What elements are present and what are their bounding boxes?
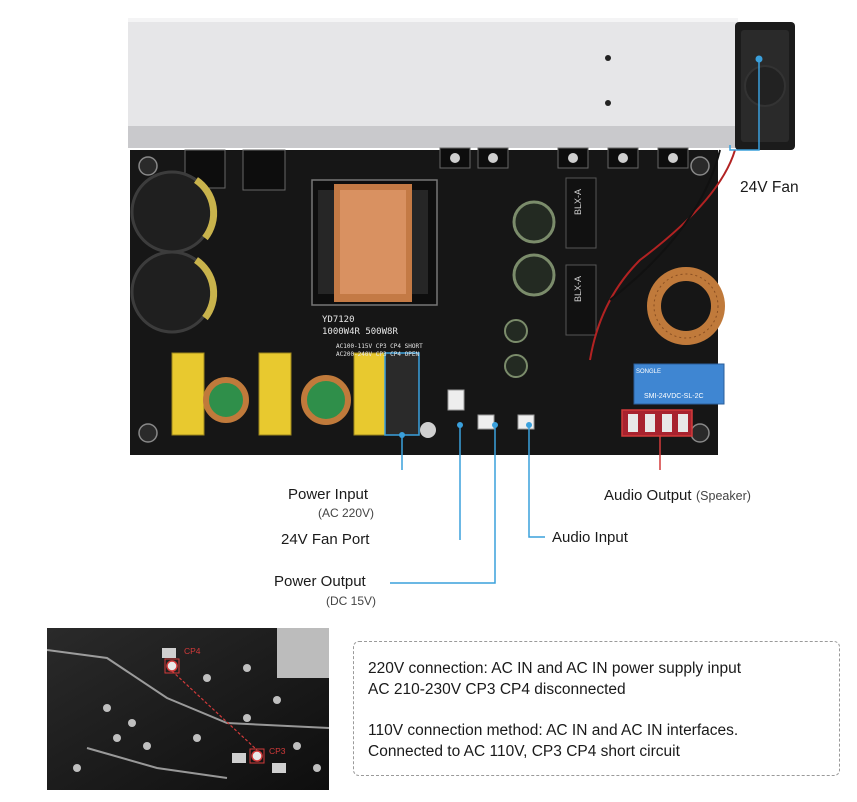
- speaker-terminal: [621, 409, 693, 437]
- note-220v-line-1: 220V connection: AC IN and AC IN power s…: [368, 660, 742, 677]
- cp4-pad: [166, 660, 178, 672]
- cp3-label: CP3: [269, 746, 286, 756]
- relay: [633, 363, 725, 405]
- note-110v-line-2: Connected to AC 110V, CP3 CP4 short circ…: [368, 743, 680, 760]
- connection-note-box: 220V connection: AC IN and AC IN power s…: [353, 641, 840, 776]
- note-220v: 220V connection: AC IN and AC IN power s…: [368, 658, 825, 700]
- audio-output-callout: Audio Output (Speaker): [604, 487, 751, 505]
- power-input-marker: [399, 432, 405, 438]
- fan-port-label: 24V Fan Port: [281, 531, 370, 548]
- cp4-label: CP4: [184, 646, 201, 656]
- amplifier-board-photo: YD7120 1000W4R 500W8R AC100-115V CP3 CP4…: [128, 18, 795, 470]
- emi-filter: [171, 352, 387, 436]
- board-model-text: YD7120: [322, 315, 355, 325]
- board-ac-note-1: AC100-115V CP3 CP4 SHORT: [336, 343, 423, 350]
- cp3-pad: [251, 750, 263, 762]
- power-output-marker: [492, 422, 498, 428]
- power-input-sublabel: (AC 220V): [318, 506, 375, 520]
- audio-output-sublabel: (Speaker): [696, 489, 751, 503]
- ac-in-terminal: [384, 352, 420, 436]
- audio-input-label: Audio Input: [552, 529, 628, 546]
- note-110v: 110V connection method: AC IN and AC IN …: [368, 720, 825, 762]
- transformer: [311, 179, 438, 306]
- bulk-capacitors: [130, 170, 218, 334]
- power-output-label: Power Output: [274, 573, 366, 590]
- note-110v-line-1: 110V connection method: AC IN and AC IN …: [368, 722, 739, 739]
- callout-lines-blue: [401, 59, 760, 470]
- relay-model-text: SMI-24VDC-SL-2C: [644, 393, 704, 400]
- audio-output-label: Audio Output: [604, 487, 692, 504]
- fan-port-marker: [457, 422, 463, 428]
- cp3-cp4-closeup-photo: CP4 CP3: [47, 628, 329, 790]
- fan-label: 24V Fan: [740, 179, 799, 196]
- audio-input-marker: [526, 422, 532, 428]
- note-220v-line-2: AC 210-230V CP3 CP4 disconnected: [368, 681, 626, 698]
- inductor-text-1: BLX-A: [573, 189, 583, 215]
- power-input-label: Power Input: [288, 486, 369, 503]
- callout-lines-lower: [390, 470, 545, 584]
- board-power-text: 1000W4R 500W8R: [322, 327, 398, 337]
- inductor-text-2: BLX-A: [573, 276, 583, 302]
- relay-brand-text: SONGLE: [636, 369, 661, 375]
- board-ac-note-2: AC200-240V CP3 CP4 OPEN: [336, 351, 419, 358]
- cooling-fan: [735, 22, 795, 150]
- power-output-sublabel: (DC 15V): [326, 594, 377, 608]
